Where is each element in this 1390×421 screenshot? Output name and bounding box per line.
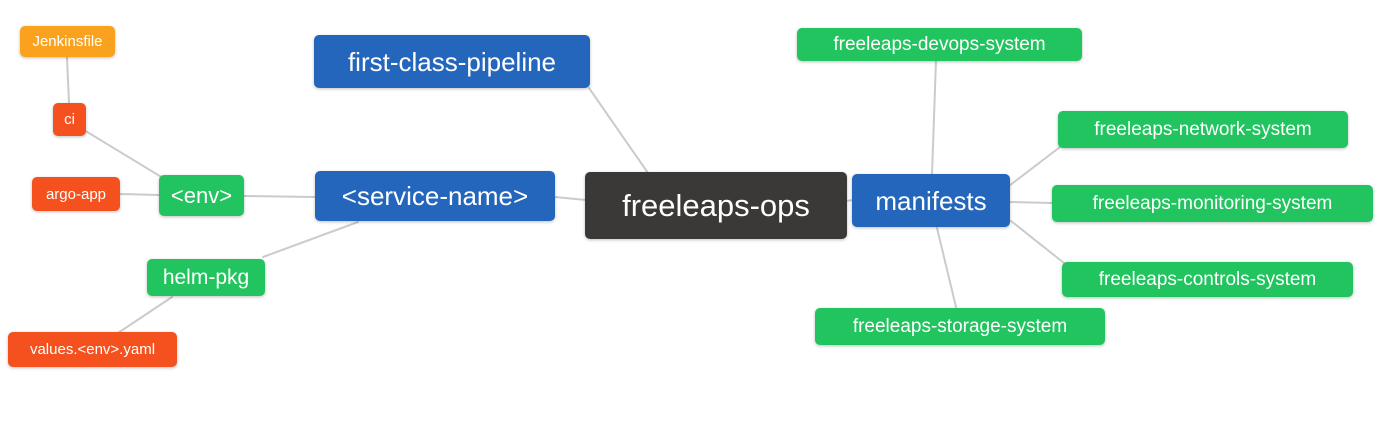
node-service-name[interactable]: <service-name> (315, 171, 555, 221)
edge-manifests-controls (1010, 220, 1065, 264)
node-freeleaps-network-system[interactable]: freeleaps-network-system (1058, 111, 1348, 148)
node-first-class-pipeline[interactable]: first-class-pipeline (314, 35, 590, 88)
node-freeleaps-storage-system[interactable]: freeleaps-storage-system (815, 308, 1105, 345)
edge-jenkinsfile-ci (66, 56, 70, 105)
node-jenkinsfile[interactable]: Jenkinsfile (20, 26, 115, 57)
node-freeleaps-ops-root[interactable]: freeleaps-ops (585, 172, 847, 239)
edge-pipeline-freeleaps-ops (588, 87, 649, 174)
node-helm-pkg[interactable]: helm-pkg (147, 259, 265, 296)
edge-values-helm-pkg (117, 296, 173, 334)
edge-manifests-storage (936, 227, 957, 308)
node-env[interactable]: <env> (159, 175, 244, 216)
edge-manifests-devops (931, 59, 937, 176)
edge-env-service-name (243, 195, 316, 198)
edge-manifests-network (1008, 146, 1061, 187)
node-freeleaps-monitoring-system[interactable]: freeleaps-monitoring-system (1052, 185, 1373, 222)
node-values-env-yaml[interactable]: values.<env>.yaml (8, 332, 177, 367)
edge-service-freeleaps-ops (554, 196, 587, 201)
edge-ci-env (83, 129, 164, 179)
edge-manifests-monitoring (1008, 201, 1054, 204)
node-ci[interactable]: ci (53, 103, 86, 136)
node-argo-app[interactable]: argo-app (32, 177, 120, 211)
edge-argo-app-env (119, 193, 160, 196)
node-freeleaps-devops-system[interactable]: freeleaps-devops-system (797, 28, 1082, 61)
node-freeleaps-controls-system[interactable]: freeleaps-controls-system (1062, 262, 1353, 297)
node-manifests[interactable]: manifests (852, 174, 1010, 227)
edge-helm-pkg-service-name (262, 221, 359, 258)
